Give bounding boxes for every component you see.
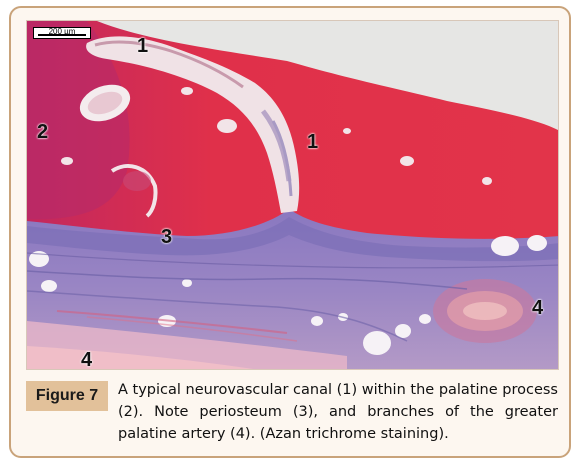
annotation-canal-top: 1 (137, 35, 149, 57)
micrograph-image (27, 21, 558, 369)
scale-bar-label: 200 µm (48, 27, 76, 36)
annotation-artery-left: 4 (81, 349, 93, 370)
annotation-canal-mid: 1 (307, 131, 319, 153)
annotation-palatine-process: 2 (37, 121, 49, 143)
scale-bar-line (38, 34, 86, 36)
figure-label: Figure 7 (26, 381, 108, 411)
micrograph: 200 µm 1 1 2 3 4 4 (26, 20, 559, 370)
scale-bar: 200 µm (33, 27, 91, 39)
figure-caption: A typical neurovascular canal (1) within… (118, 382, 558, 442)
annotation-periosteum: 3 (161, 226, 173, 248)
annotation-artery-right: 4 (532, 297, 544, 319)
